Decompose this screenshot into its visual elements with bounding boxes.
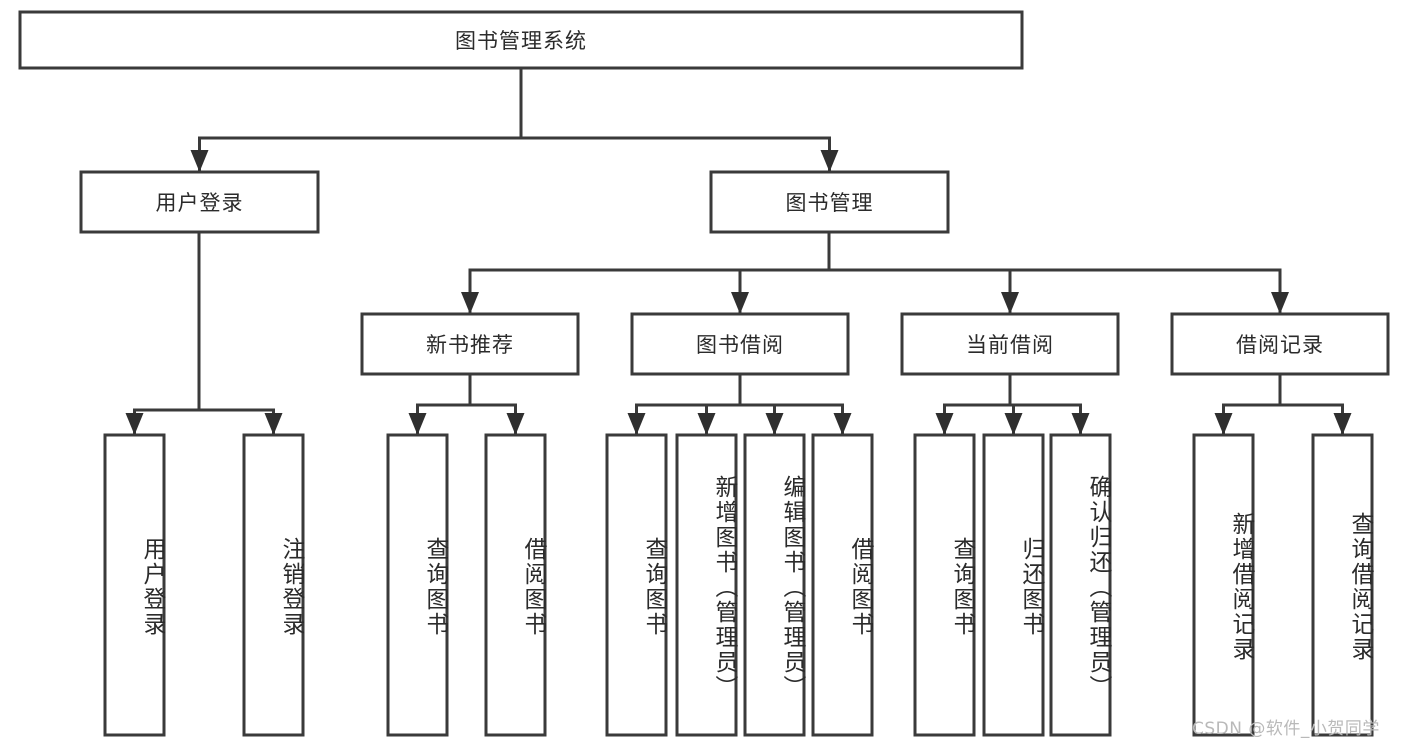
arrow-head-icon (935, 413, 954, 435)
leaf-node-box-leaf_9[interactable] (982, 433, 1045, 737)
arrow-head-icon (506, 413, 525, 435)
arrow-head-icon (1333, 413, 1352, 435)
arrow-head-icon (820, 150, 839, 172)
level2-node-box-l2_0[interactable] (360, 312, 580, 376)
arrow-head-icon (1214, 413, 1233, 435)
leaf-node-box-leaf_1[interactable] (242, 433, 305, 737)
arrow-head-icon (264, 413, 283, 435)
leaf-node-box-leaf_0[interactable] (103, 433, 166, 737)
arrow-head-icon (1004, 413, 1023, 435)
level1-node-box-l1_1[interactable] (709, 170, 950, 234)
level2-node-box-l2_1[interactable] (630, 312, 850, 376)
arrow-head-icon (408, 413, 427, 435)
arrow-head-icon (697, 413, 716, 435)
arrow-head-icon (1001, 292, 1019, 314)
leaf-node-box-leaf_7[interactable] (811, 433, 874, 737)
arrow-head-icon (461, 292, 479, 314)
leaf-node-box-leaf_11[interactable] (1192, 433, 1255, 737)
root-node-box-root[interactable] (18, 10, 1024, 70)
connector-layer (125, 66, 1352, 435)
level2-node-box-l2_2[interactable] (900, 312, 1120, 376)
leaf-node-box-leaf_6[interactable] (743, 433, 806, 737)
level2-node-box-l2_3[interactable] (1170, 312, 1390, 376)
leaf-node-box-leaf_12[interactable] (1311, 433, 1374, 737)
arrow-head-icon (627, 413, 646, 435)
arrow-head-icon (1071, 413, 1090, 435)
arrow-head-icon (125, 413, 144, 435)
leaf-node-box-leaf_8[interactable] (913, 433, 976, 737)
level1-node-box-l1_0[interactable] (79, 170, 320, 234)
arrow-head-icon (731, 292, 749, 314)
arrow-head-icon (765, 413, 784, 435)
leaf-node-box-leaf_3[interactable] (484, 433, 547, 737)
leaf-node-box-leaf_5[interactable] (675, 433, 738, 737)
leaf-node-box-leaf_2[interactable] (386, 433, 449, 737)
leaf-node-box-leaf_4[interactable] (605, 433, 668, 737)
arrow-head-icon (833, 413, 852, 435)
leaf-node-box-leaf_10[interactable] (1049, 433, 1112, 737)
arrow-head-icon (1271, 292, 1289, 314)
arrow-head-icon (190, 150, 209, 172)
box-layer (18, 10, 1390, 737)
